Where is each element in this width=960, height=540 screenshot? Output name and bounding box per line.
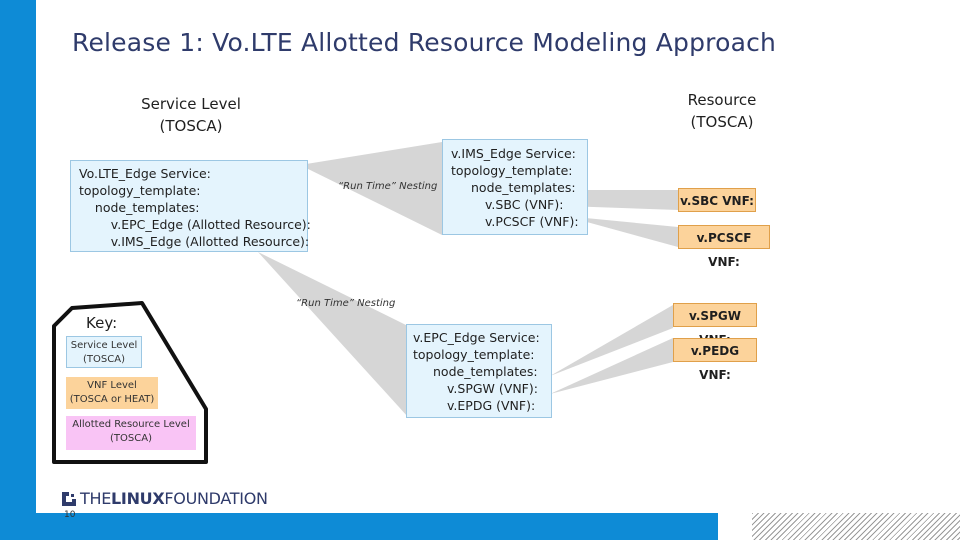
caption-line: (TOSCA) — [159, 117, 223, 135]
key-vnf-line: (TOSCA or HEAT) — [69, 394, 155, 405]
key-service-level: Service Level (TOSCA) — [66, 336, 142, 368]
logo-linux: LINUX — [111, 489, 165, 508]
volte-line: Vo.LTE_Edge Service: — [79, 166, 211, 181]
connector-sbc — [565, 190, 678, 210]
volte-line: v.EPC_Edge (Allotted Resource): — [79, 217, 311, 232]
vnf-pcscf: v.PCSCF VNF: — [678, 225, 770, 269]
slide-title: Release 1: Vo.LTE Allotted Resource Mode… — [72, 28, 777, 57]
connector-pcscf — [565, 216, 678, 247]
epc-line: topology_template: — [413, 347, 535, 362]
epc-line: v.EPDG (VNF): — [447, 398, 536, 413]
vnf-sbc: v.SBC VNF: — [678, 188, 756, 212]
logo-foundation: FOUNDATION — [164, 489, 268, 508]
key-allotted-line: Allotted Resource Level — [72, 419, 190, 430]
epc-line: v.EPC_Edge Service: — [413, 330, 540, 345]
connector-spgw — [550, 305, 673, 376]
service-level-caption: Service Level (TOSCA) — [125, 93, 257, 137]
connector-pedg — [550, 338, 673, 394]
caption-line: (TOSCA) — [690, 113, 754, 131]
ims-line: v.IMS_Edge Service: — [451, 146, 576, 161]
logo-the: THE — [80, 489, 112, 508]
key-title: Key: — [86, 314, 118, 332]
caption-line: Resource — [687, 91, 757, 109]
key-vnf-level: VNF Level (TOSCA or HEAT) — [66, 377, 158, 409]
volte-line: topology_template: — [79, 183, 201, 198]
linux-foundation-logo: THE LINUX FOUNDATION — [62, 489, 268, 508]
page-number: 10 — [64, 510, 76, 520]
key-vnf-line: VNF Level — [87, 380, 137, 391]
volte-line: node_templates: — [79, 200, 200, 215]
caption-line: Service Level — [141, 95, 241, 113]
connector-volte-to-ims — [300, 142, 442, 235]
key-service-line: (TOSCA) — [83, 354, 125, 365]
ims-edge-service-box: v.IMS_Edge Service: topology_template: n… — [442, 139, 588, 235]
volte-line: v.IMS_Edge (Allotted Resource): — [79, 234, 310, 249]
hatched-footer-pattern — [752, 513, 960, 540]
left-accent-bar — [0, 0, 36, 540]
key-allotted-line: (TOSCA) — [110, 433, 152, 444]
ims-line: node_templates: — [471, 180, 576, 195]
ims-line: v.SBC (VNF): — [485, 197, 564, 212]
key-allotted-resource-level: Allotted Resource Level (TOSCA) — [66, 416, 196, 450]
vnf-pedg: v.PEDG VNF: — [673, 338, 757, 382]
linux-foundation-mark-icon — [62, 491, 76, 506]
bottom-accent-bar — [36, 513, 718, 540]
ims-line: v.PCSCF (VNF): — [485, 214, 579, 229]
vnf-spgw: v.SPGW VNF: — [673, 303, 757, 347]
volte-edge-service-box: Vo.LTE_Edge Service: topology_template: … — [70, 160, 311, 252]
nesting-note-epc: “Run Time” Nesting — [296, 298, 396, 309]
epc-line: v.SPGW (VNF): — [447, 381, 538, 396]
connector-volte-to-epc — [258, 252, 408, 417]
resource-caption: Resource (TOSCA) — [670, 89, 774, 133]
ims-line: topology_template: — [451, 163, 573, 178]
nesting-note-ims: “Run Time” Nesting — [338, 181, 438, 192]
key-service-line: Service Level — [70, 340, 138, 351]
epc-edge-service-box: v.EPC_Edge Service: topology_template: n… — [406, 324, 552, 418]
epc-line: node_templates: — [433, 364, 538, 379]
